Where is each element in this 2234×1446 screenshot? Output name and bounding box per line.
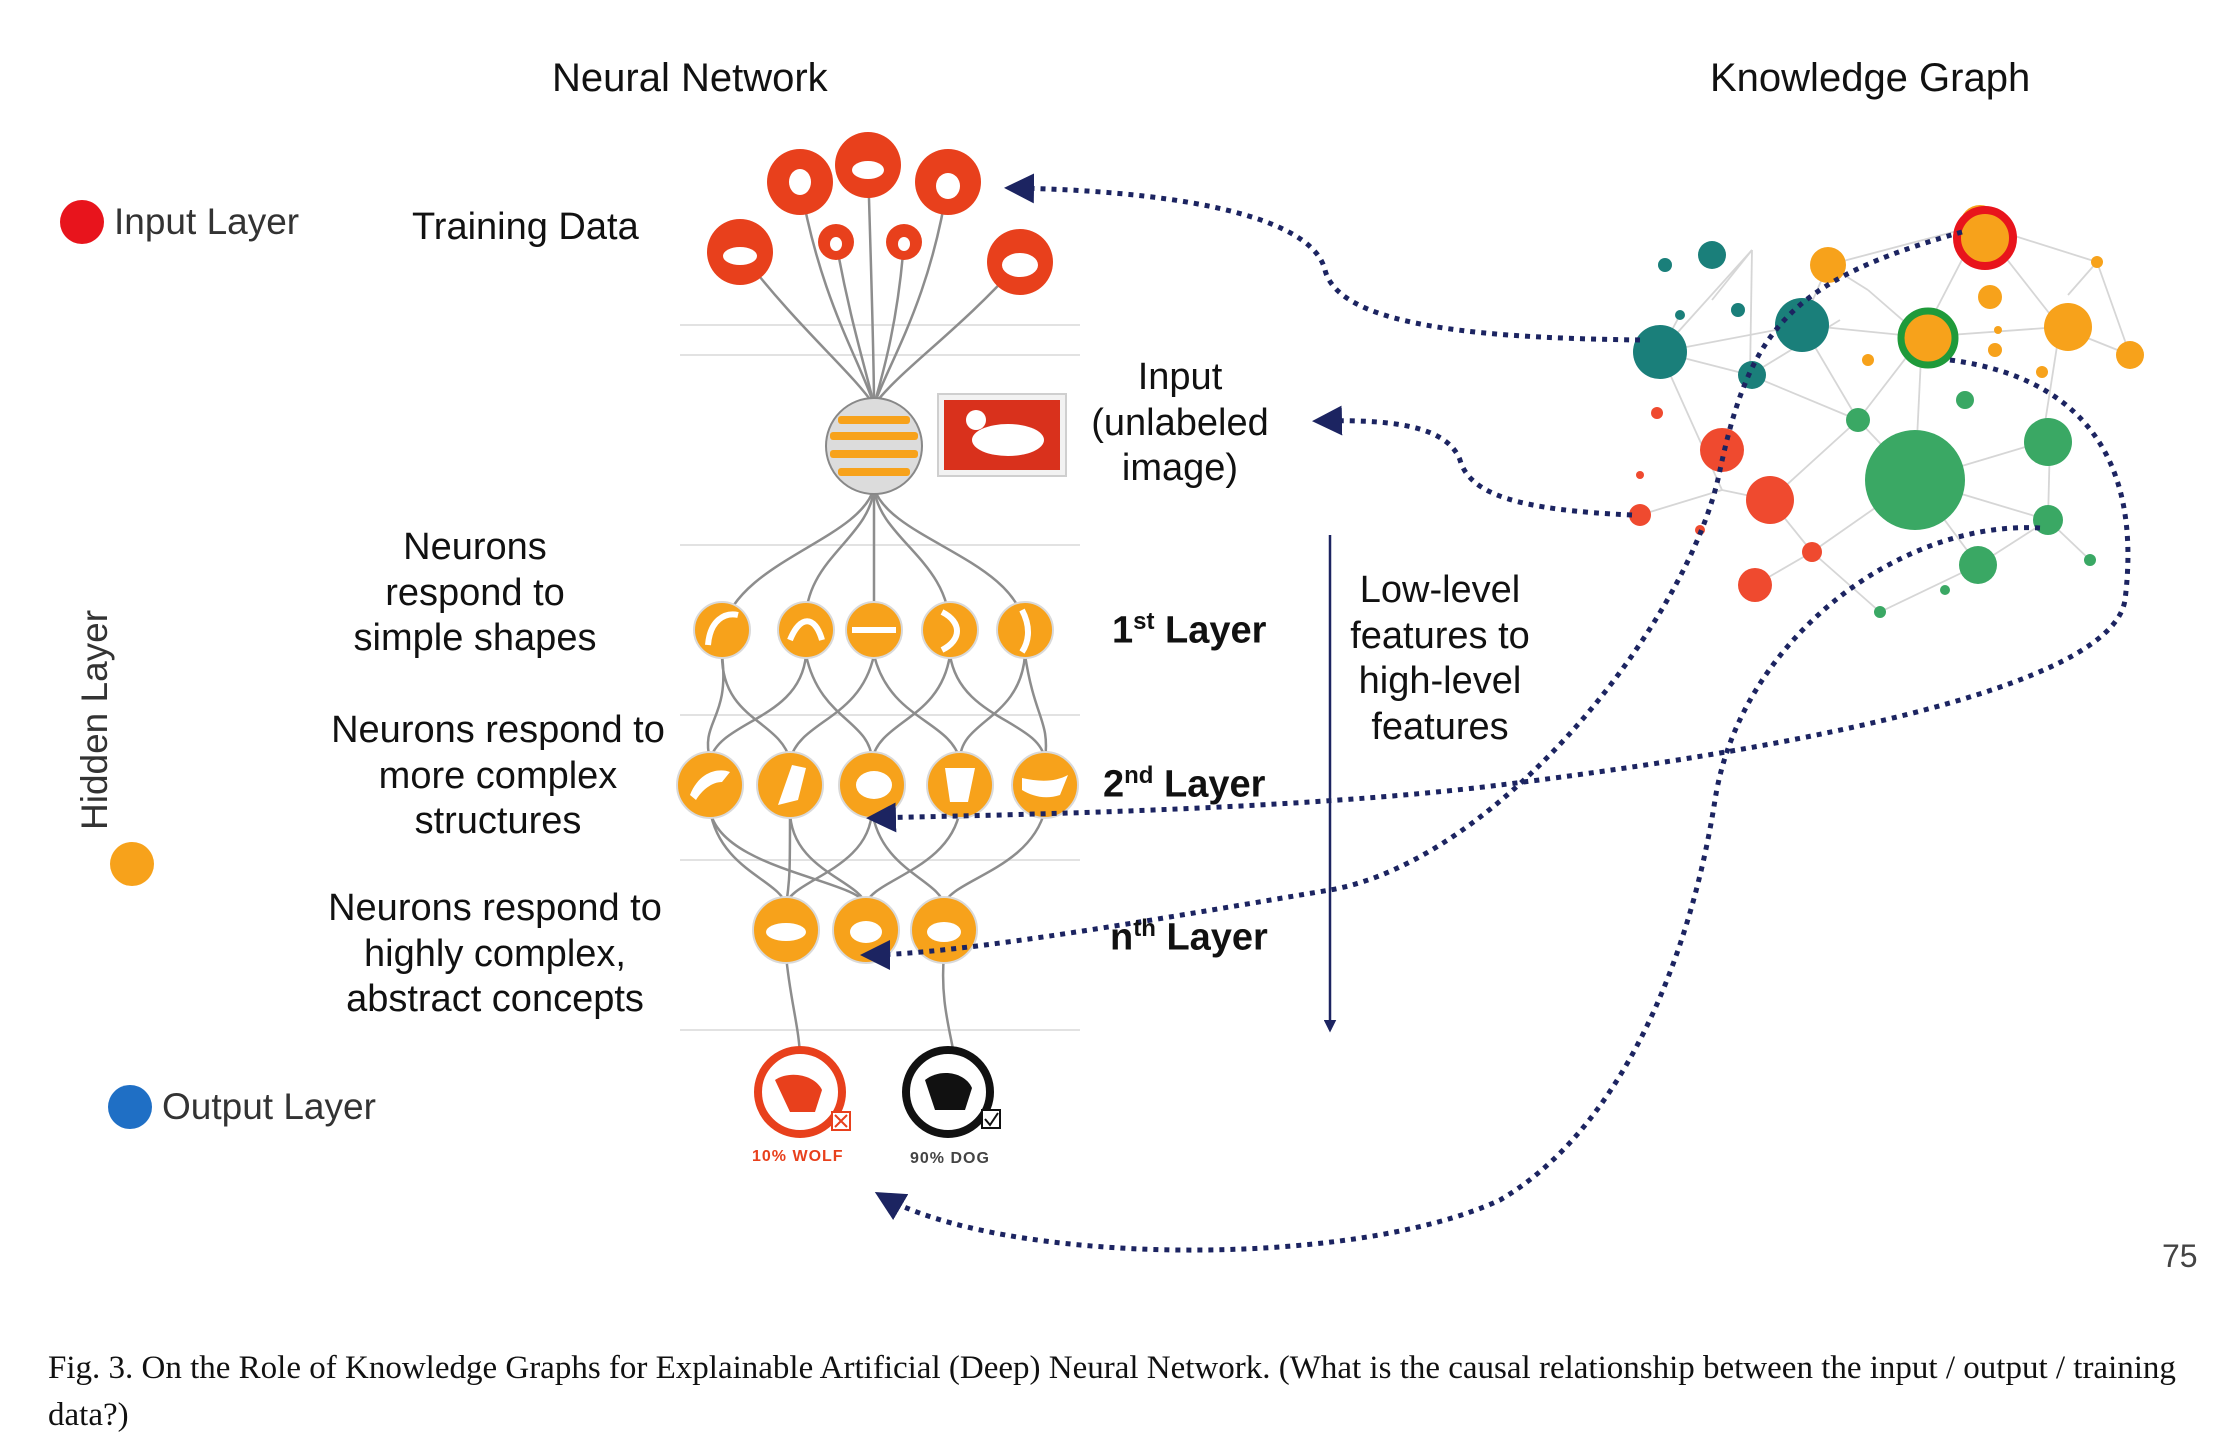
input-unlabeled-label: Input (unlabeled image) (1082, 355, 1278, 492)
desc3-line-2: highly complex, (364, 932, 626, 975)
desc2-line-3: structures (414, 800, 582, 843)
kg-highlight-red-node (1953, 206, 2017, 270)
layer-2-shapes (690, 765, 1068, 805)
training-data-label: Training Data (412, 206, 639, 248)
knowledge-graph-edges (1639, 224, 2131, 613)
output-layer-dot (108, 1085, 152, 1130)
kg-explanation-arrows (860, 173, 2131, 1253)
hidden-layer-dot (110, 842, 154, 886)
output-wolf-neuron (754, 1046, 851, 1138)
layer-2-num: 2 (1103, 763, 1125, 806)
desc2-line-2: more complex (378, 754, 618, 797)
input-neuron-sphere (825, 397, 923, 495)
output-layer-label: Output Layer (162, 1086, 376, 1127)
wolf-percentage: 10% WOLF (752, 1148, 844, 1165)
input-label-line-3: image) (1121, 447, 1239, 490)
kg-highlight-green-node (1897, 307, 1959, 369)
layer-1-description: Neurons respond to simple shapes (330, 525, 620, 662)
layer-2-sup: nd (1124, 762, 1154, 789)
layer-1-num: 1 (1112, 609, 1134, 652)
layer-n-word: Layer (1166, 916, 1268, 959)
layer-n-num: n (1110, 916, 1134, 959)
layer-1-label: 1st Layer (1112, 608, 1266, 654)
neural-network-title: Neural Network (552, 56, 828, 100)
desc3-line-3: abstract concepts (346, 978, 644, 1021)
layer-n-label: nth Layer (1110, 915, 1268, 961)
input-unlabeled-image (937, 393, 1067, 477)
layer-2-label: 2nd Layer (1103, 762, 1265, 808)
feature-direction-label: Low-level features to high-level feature… (1335, 568, 1545, 750)
input-layer-label: Input Layer (114, 201, 300, 242)
output-layer-legend: Output Layer (108, 1085, 376, 1130)
lowlevel-line-1: Low-level (1359, 569, 1521, 611)
desc2-line-1: Neurons respond to (331, 709, 665, 751)
lowlevel-line-3: high-level (1358, 660, 1522, 703)
dog-percentage: 90% DOG (910, 1150, 990, 1167)
figure-caption: Fig. 3. On the Role of Knowledge Graphs … (48, 1350, 2176, 1433)
layer-n-description: Neurons respond to highly complex, abstr… (310, 886, 680, 1023)
input-layer-legend: Input Layer (60, 200, 300, 245)
layer-1-word: Layer (1165, 609, 1267, 652)
layer-n-sup: th (1133, 915, 1156, 942)
knowledge-graph-title: Knowledge Graph (1710, 56, 2031, 100)
layer-2-word: Layer (1164, 763, 1266, 806)
layer-2-description: Neurons respond to more complex structur… (318, 708, 678, 845)
training-data-nodes (707, 132, 1053, 295)
layer-1-shapes (705, 608, 1031, 654)
desc1-line-1: Neurons (403, 526, 547, 568)
desc1-line-2: respond to (385, 571, 565, 614)
input-layer-dot (60, 200, 104, 245)
knowledge-graph-nodes (1629, 205, 2144, 618)
layer-separators (680, 324, 1080, 1031)
desc1-line-3: simple shapes (353, 617, 597, 660)
layer-n-shapes (766, 921, 961, 943)
hidden-layer-label: Hidden Layer (74, 609, 115, 830)
lowlevel-line-2: features to (1350, 614, 1530, 657)
output-dog-neuron (902, 1046, 1001, 1138)
layer-1-sup: st (1133, 608, 1155, 635)
desc3-line-1: Neurons respond to (328, 887, 662, 929)
input-label-line-2: (unlabeled (1091, 401, 1269, 444)
input-label-line-1: Input (1137, 356, 1223, 398)
lowlevel-line-4: features (1371, 705, 1509, 748)
page-number: 75 (2162, 1238, 2198, 1274)
